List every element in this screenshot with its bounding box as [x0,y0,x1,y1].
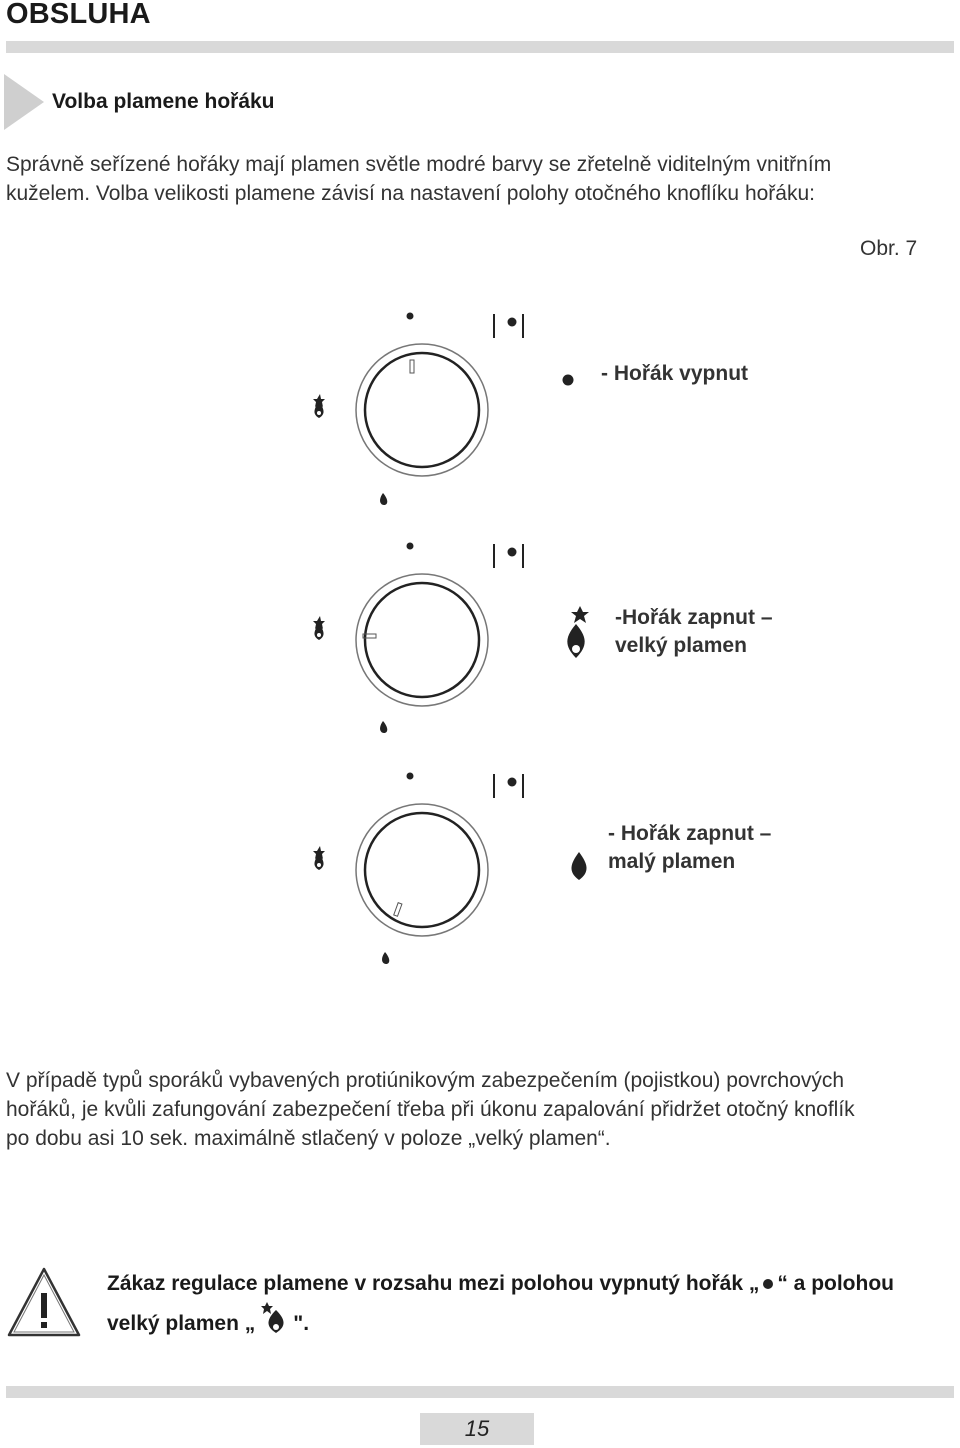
legend-large-line-2: velký plamen [615,634,747,657]
legend-off-label: - Hořák vypnut [601,360,748,388]
small-flame-icon [571,852,587,880]
warning-line-2a: velký plamen „ [107,1312,256,1335]
section-title: Volba plamene hořáku [52,90,275,113]
top-divider-bar [6,41,954,53]
intro-line-2: kuželem. Volba velikosti plamene závisí … [6,182,815,205]
page-number: 15 [420,1413,534,1445]
large-flame-icon [567,606,589,658]
legend-small-line-2: malý plamen [608,850,736,873]
note-line-1: V případě typů sporáků vybavených protiú… [6,1069,845,1092]
figure-label: Obr. 7 [860,237,918,260]
inline-off-dot-icon [763,1279,774,1289]
intro-paragraph: Správně seřízené hořáky mají plamen svět… [6,150,956,208]
inline-large-flame-icon [261,1302,284,1333]
warning-line-2b: ". [293,1312,310,1335]
note-line-2: hořáků, je kvůli zafungování zabezpečení… [6,1098,855,1121]
knob-diagram-large [310,530,560,733]
bottom-divider-bar [6,1386,954,1398]
knob-diagram-off [310,300,560,505]
legend-small-line-1: - Hořák zapnut – [608,822,772,845]
legend-off-line-1: - Hořák vypnut [601,362,749,385]
warning-line-1b: “ a polohou [777,1272,894,1295]
safety-note-paragraph: V případě typů sporáků vybavených protiú… [6,1066,956,1153]
warning-line-1a: Zákaz regulace plamene v rozsahu mezi po… [107,1272,760,1295]
knob-large-drawing [313,542,524,733]
warning-text: Zákaz regulace plamene v rozsahu mezi po… [107,1268,960,1340]
knob-off-drawing [313,312,524,505]
section-arrow-icon [4,74,44,130]
legend-large-line-1: -Hořák zapnut – [615,606,773,629]
knob-small-drawing [313,772,524,964]
off-dot-icon [562,374,574,386]
knob-diagram-small [310,760,560,964]
warning-triangle-icon [7,1267,81,1337]
legend-small-label: - Hořák zapnut – malý plamen [608,820,771,876]
intro-line-1: Správně seřízené hořáky mají plamen svět… [6,153,832,176]
legend-large-label: -Hořák zapnut – velký plamen [615,604,773,660]
note-line-3: po dobu asi 10 sek. maximálně stlačený v… [6,1127,611,1150]
page-title: OBSLUHA [6,0,151,30]
